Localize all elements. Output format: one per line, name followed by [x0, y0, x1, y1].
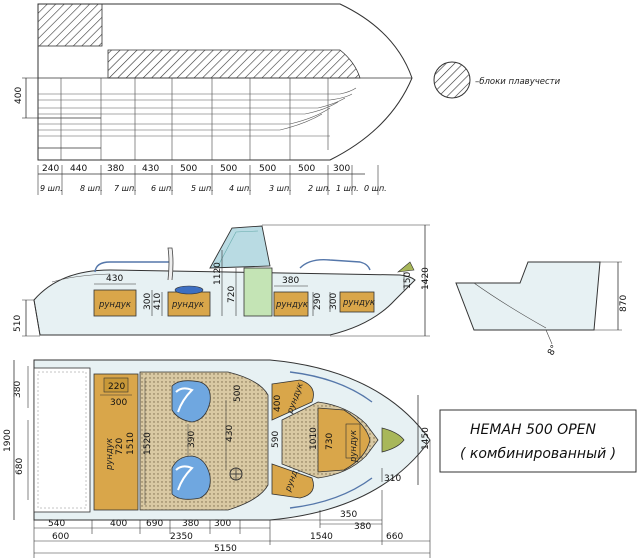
dim-500b: 500 [220, 164, 237, 174]
plan-dim-590: 590 [271, 431, 281, 448]
frame-8: 8 шп. [80, 184, 103, 193]
frame-1: 1 шп. [336, 184, 359, 193]
transom-view: 8° 870 [455, 261, 629, 358]
seat-port [171, 380, 211, 423]
side-locker-2 [167, 291, 211, 317]
side-dim-430: 430 [106, 274, 123, 284]
side-dim-510: 510 [13, 315, 23, 332]
frame-6: 6 шп. [151, 184, 174, 193]
plan-dim-1900: 1900 [3, 429, 13, 452]
legend-text: –блоки плавучести [475, 77, 561, 87]
side-locker-4-label: рундук [342, 298, 376, 308]
plan-dim-500: 500 [233, 385, 243, 402]
frame-7: 7 шп. [114, 184, 137, 193]
dim-440: 440 [70, 164, 87, 174]
console [243, 267, 273, 317]
title-line-2: ( комбинированный ) [460, 446, 616, 462]
plan-dim-1510: 1510 [126, 432, 136, 455]
plan-bottom-660: 660 [386, 532, 403, 542]
side-dim-1120: 1120 [213, 262, 223, 285]
plan-bottom-1540: 1540 [310, 532, 333, 542]
dim-430: 430 [142, 164, 159, 174]
plan-locker-label-1: рундук [105, 437, 115, 471]
plan-dim-1010: 1010 [309, 427, 319, 450]
buoyancy-block-side [107, 49, 361, 79]
title-box: НЕМАН 500 OPEN ( комбинированный ) [439, 409, 637, 473]
side-locker-3 [273, 291, 309, 317]
dim-500a: 500 [180, 164, 197, 174]
plan-dim-1520: 1520 [143, 432, 153, 455]
plan-bottom-380b: 380 [354, 522, 371, 532]
side-dim-380: 380 [282, 276, 299, 286]
plan-dim-730: 730 [325, 433, 335, 450]
plan-bottom-2350: 2350 [170, 532, 193, 542]
side-dim-1420: 1420 [421, 267, 431, 290]
buoyancy-legend-icon [433, 61, 471, 99]
dim-500c: 500 [259, 164, 276, 174]
stern-platform [33, 367, 91, 513]
plan-dim-390: 390 [187, 431, 197, 448]
frame-4: 4 шп. [229, 184, 252, 193]
plan-bottom-600: 600 [52, 532, 69, 542]
title-line-1: НЕМАН 500 OPEN [470, 422, 596, 438]
seat-cushion [174, 285, 204, 295]
plan-dim-720: 720 [115, 438, 125, 455]
plan-view: 220 300 рундук 720 1510 1520 390 430 500… [3, 359, 431, 558]
side-locker-1-label: рундук [98, 300, 132, 310]
dim-500d: 500 [298, 164, 315, 174]
plan-bottom-540: 540 [48, 519, 65, 529]
plan-rear-locker [93, 373, 139, 511]
plan-bottom-690: 690 [146, 519, 163, 529]
top-hull-view: 400 [14, 3, 413, 161]
bow-locker-port [271, 379, 314, 421]
bow-locker-starboard [271, 463, 314, 499]
anchor-locker [381, 427, 405, 453]
side-dim-150: 150 [403, 272, 413, 289]
plan-bottom-400: 400 [110, 519, 127, 529]
windshield [209, 225, 271, 269]
side-dim-300b: 300 [329, 293, 339, 310]
plan-dim-300: 300 [110, 398, 127, 408]
legend: –блоки плавучести [433, 61, 561, 99]
side-dim-720: 720 [227, 286, 237, 303]
side-locker-4 [339, 291, 375, 313]
plan-bottom-380: 380 [182, 519, 199, 529]
frame-9: 9 шп. [40, 184, 63, 193]
frame-2: 2 шп. [308, 184, 331, 193]
side-locker-3-label: рундук [275, 300, 309, 310]
side-dim-290: 290 [313, 293, 323, 310]
side-view: рундук рундук рундук рундук 430 300 410 … [13, 224, 431, 337]
buoyancy-block-stern [37, 3, 103, 47]
plan-bottom-300: 300 [214, 519, 231, 529]
plan-dim-310: 310 [384, 474, 401, 484]
plan-dim-380-left: 380 [13, 381, 23, 398]
transom-height: 870 [619, 295, 629, 312]
dim-380: 380 [107, 164, 124, 174]
plan-dim-430: 430 [225, 425, 235, 442]
plan-dim-1450: 1450 [421, 427, 431, 450]
frame-5: 5 шп. [191, 184, 214, 193]
dim-240: 240 [42, 164, 59, 174]
frame-3: 3 шп. [269, 184, 292, 193]
top-height-dim: 400 [14, 87, 24, 104]
plan-bottom-350: 350 [340, 510, 357, 520]
plan-dim-680: 680 [15, 458, 25, 475]
plan-dim-220: 220 [108, 382, 125, 392]
frame-0: 0 шп. [364, 184, 387, 193]
plan-locker-label-4: рундук [349, 429, 359, 463]
side-locker-2-label: рундук [171, 300, 205, 310]
transom-angle: 8° [546, 344, 560, 358]
dim-300: 300 [333, 164, 350, 174]
side-dim-300: 300 [143, 293, 153, 310]
side-dim-410: 410 [153, 293, 163, 310]
frame-dimension-chain: 240 440 380 430 500 500 500 500 300 9 шп… [37, 164, 387, 195]
plan-dim-400: 400 [273, 395, 283, 412]
plan-bottom-5150: 5150 [214, 544, 237, 554]
side-locker-1 [93, 289, 137, 317]
